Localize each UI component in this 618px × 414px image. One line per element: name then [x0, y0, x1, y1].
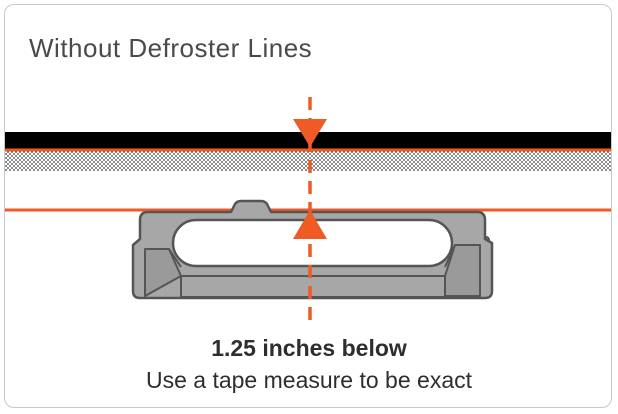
measurement-text: 1.25 inches below	[211, 335, 407, 361]
card-title: Without Defroster Lines	[29, 33, 313, 63]
frit-dot-band	[5, 149, 611, 171]
arrow-up-icon	[293, 210, 327, 239]
arrow-down-icon	[293, 119, 327, 147]
instruction-text: Use a tape measure to be exact	[145, 367, 473, 393]
mount-placement-diagram	[5, 97, 611, 327]
instruction-card: Without Defroster Lines	[4, 4, 612, 408]
mount-bracket-icon	[131, 199, 494, 300]
